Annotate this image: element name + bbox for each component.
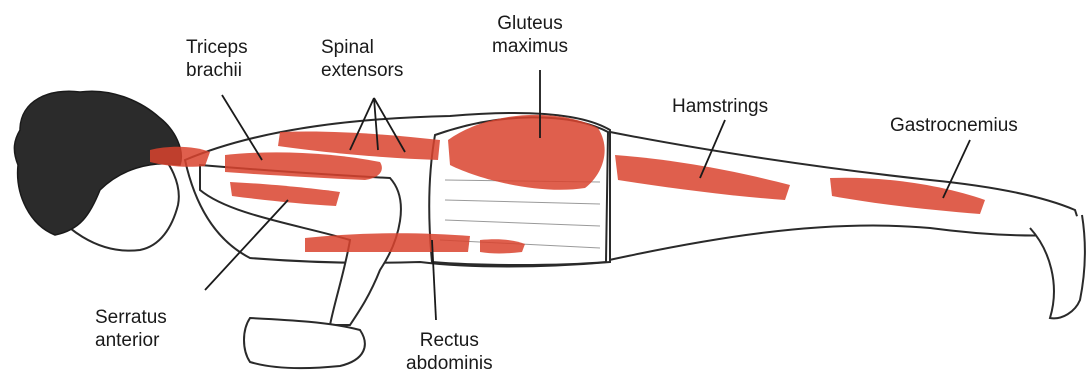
gastrocnemius-label-line1: Gastrocnemius	[890, 114, 1018, 137]
triceps-label: Triceps brachii	[186, 36, 248, 82]
spinal-label: Spinal extensors	[321, 36, 403, 82]
neck-muscle	[150, 147, 210, 167]
gluteus-label-line1: Gluteus	[492, 12, 568, 35]
rectus-label-line1: Rectus	[406, 329, 493, 352]
gastrocnemius-label: Gastrocnemius	[890, 114, 1018, 137]
rectus-label: Rectus abdominis	[406, 329, 493, 375]
triceps-label-line1: Triceps	[186, 36, 248, 59]
gluteus-label: Gluteus maximus	[492, 12, 568, 58]
triceps-label-line2: brachii	[186, 59, 248, 82]
rectus-muscle	[305, 233, 470, 252]
foot-outline	[1030, 215, 1085, 318]
hamstrings-label-line1: Hamstrings	[672, 95, 768, 118]
spinal-label-line2: extensors	[321, 59, 403, 82]
serratus-label: Serratus anterior	[95, 306, 167, 352]
spinal-label-line1: Spinal	[321, 36, 403, 59]
serratus-label-line2: anterior	[95, 329, 167, 352]
gluteus-label-line2: maximus	[492, 35, 568, 58]
serratus-label-line1: Serratus	[95, 306, 167, 329]
hamstrings-label: Hamstrings	[672, 95, 768, 118]
rectus-label-line2: abdominis	[406, 352, 493, 375]
